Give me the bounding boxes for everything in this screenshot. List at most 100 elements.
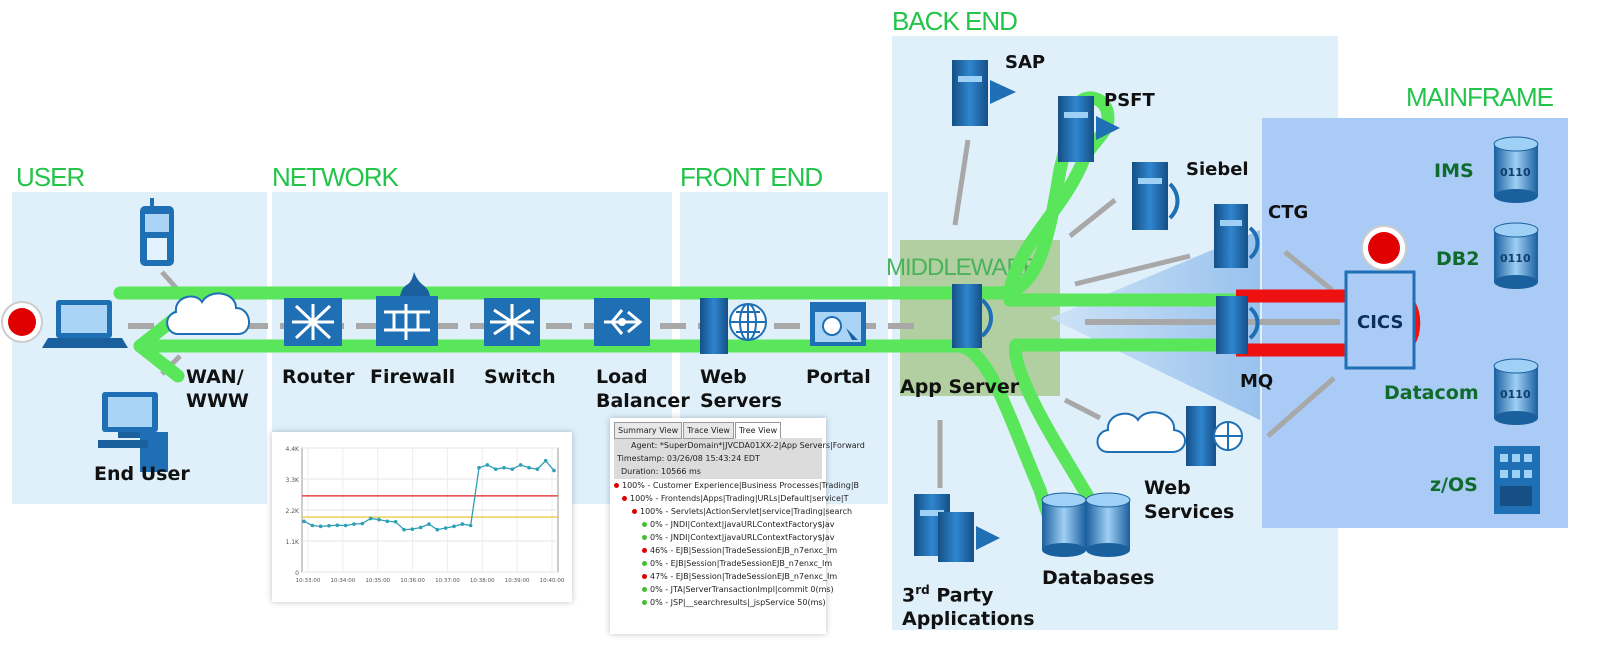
chart-x-tick-label: 10:39:00 [505,578,530,584]
chart-data-point [435,527,440,532]
trace-status-dot-icon [642,522,647,527]
trace-status-dot-icon [614,483,619,488]
chart-data-point [552,468,556,473]
mq-server-icon [1216,296,1260,354]
chart-data-point [493,467,498,471]
user-zone-title: USER [16,162,85,192]
trace-header: Agent: *SuperDomain*|JVCDA01XX-2|App Ser… [614,438,865,479]
trace-tree-row[interactable]: 100% - Frontends|Apps|Trading|URLs|Defau… [614,492,848,505]
chart-data-point [510,467,515,471]
ims-cylinder-icon [1493,136,1539,203]
load-balancer-icon [594,298,650,346]
ims-cylinder-text: 0110 [1500,166,1531,179]
chart-data-point [385,519,390,524]
datacom-label: Datacom [1384,382,1479,404]
trace-status-dot-icon [622,496,627,501]
chart-data-point [543,458,548,463]
trace-tree-row-text: 0% - EJB|Session|TradeSessionEJB_n7enxc_… [650,559,833,568]
chart-y-tick-label: 3.3K [286,477,301,484]
third-party-label-line2: Applications [902,608,1035,631]
datacom-cylinder-text: 0110 [1500,388,1531,401]
chart-data-point [318,524,323,529]
trace-status-dot-icon [642,535,647,540]
cics-box [1344,270,1416,370]
alert-icon [1,301,43,343]
chart-data-point [335,523,340,528]
trace-tree-row-text: 0% - JNDI|Context|javaURLContextFactory$… [650,520,835,529]
trace-status-dot-icon [642,574,647,579]
chart-data-point [377,517,381,522]
trace-tree-row[interactable]: 0% - JNDI|Context|javaURLContextFactory$… [614,518,835,531]
chart-data-point [477,465,481,470]
ctg-label: CTG [1268,202,1309,223]
sap-label: SAP [1005,52,1046,73]
chart-x-tick-label: 10:34:00 [331,578,356,584]
third-party-digit: 3 [902,584,916,607]
chart-data-point [452,524,456,529]
trace-tree-row[interactable]: 0% - EJB|Session|TradeSessionEJB_n7enxc_… [614,557,832,570]
router-label: Router [282,366,355,388]
end-user-label: End User [94,463,190,485]
mq-label: MQ [1240,371,1274,392]
router-icon [284,298,342,346]
chart-x-tick-label: 10:35:00 [365,578,390,584]
chart-data-point [502,465,506,470]
databases-label: Databases [1042,567,1155,589]
chart-data-point [368,516,373,521]
switch-label: Switch [484,366,556,388]
trace-tree-row[interactable]: 0% - JSP|__searchresults|_jspService 50(… [614,596,826,609]
trace-tree-row[interactable]: 0% - JNDI|Context|javaURLContextFactory$… [614,531,835,544]
chart-data-point [327,523,331,528]
chart-x-tick-label: 10:33:00 [296,578,321,584]
trace-tree-row[interactable]: 100% - Servlets|ActionServlet|service|Tr… [614,505,852,518]
trace-tree-row-text: 47% - EJB|Session|TradeSessionEJB_n7enxc… [650,572,838,581]
chart-x-tick-label: 10:37:00 [435,578,460,584]
cics-alert-icon [1361,225,1407,271]
trace-tree-row-text: 100% - Servlets|ActionServlet|service|Tr… [640,507,853,516]
trace-status-dot-icon [642,561,647,566]
chart-y-tick-label: 2.2K [286,508,301,515]
trace-status-dot-icon [642,548,647,553]
tab-tree-view[interactable]: Tree View [734,422,782,439]
web-services-icon [1096,406,1243,466]
chart-x-tick-label: 10:36:00 [400,578,425,584]
chart-y-tick-label: 1.1K [286,539,301,546]
web-services-label-line2: Services [1144,501,1235,523]
trace-tree-row-text: 100% - Frontends|Apps|Trading|URLs|Defau… [630,494,849,503]
third-party-sup: rd [915,583,930,597]
trace-tree-row-text: 0% - JTA|ServerTransactionImpl|commit 0(… [650,585,834,594]
third-party-apps-icon [914,494,1000,562]
trace-tree-row[interactable]: 0% - JTA|ServerTransactionImpl|commit 0(… [614,583,834,596]
third-party-label: 3rd Party Applications [902,578,1035,631]
zos-mainframe-icon [1494,446,1540,514]
web-server-icon [700,298,767,354]
third-party-word: Party [929,584,994,607]
psft-server-icon [1058,96,1120,162]
load-balancer-label: Load Balancer [596,365,690,413]
datacom-cylinder-icon [1493,358,1539,425]
mainframe-zone-title: MAINFRAME [1406,82,1554,112]
trace-tree-row-text: 0% - JSP|__searchresults|_jspService 50(… [650,598,826,607]
trace-duration: Duration: 10566 ms [621,467,701,476]
third-party-label-line1: 3rd Party [902,578,1035,607]
firewall-label: Firewall [370,366,456,388]
trace-status-dot-icon [632,509,637,514]
ims-label: IMS [1434,160,1474,182]
chart-data-point [527,465,531,470]
chart-data-point [418,525,423,530]
trace-tree-row[interactable]: 47% - EJB|Session|TradeSessionEJB_n7enxc… [614,570,837,583]
cics-label: CICS [1357,312,1404,333]
tab-trace-view[interactable]: Trace View [683,422,734,439]
trace-status-dot-icon [642,587,647,592]
tab-summary-view[interactable]: Summary View [614,422,683,439]
chart-data-point [535,467,540,471]
chart-data-point [310,523,315,528]
databases-icon [1041,492,1131,557]
chart-data-point [427,522,431,526]
trace-tree-row[interactable]: 100% - Customer Experience|Business Proc… [614,479,859,492]
chart-x-tick-label: 10:40:00 [540,578,565,584]
trace-tree-row[interactable]: 46% - EJB|Session|TradeSessionEJB_n7enxc… [614,544,837,557]
db2-cylinder-icon [1493,222,1539,289]
